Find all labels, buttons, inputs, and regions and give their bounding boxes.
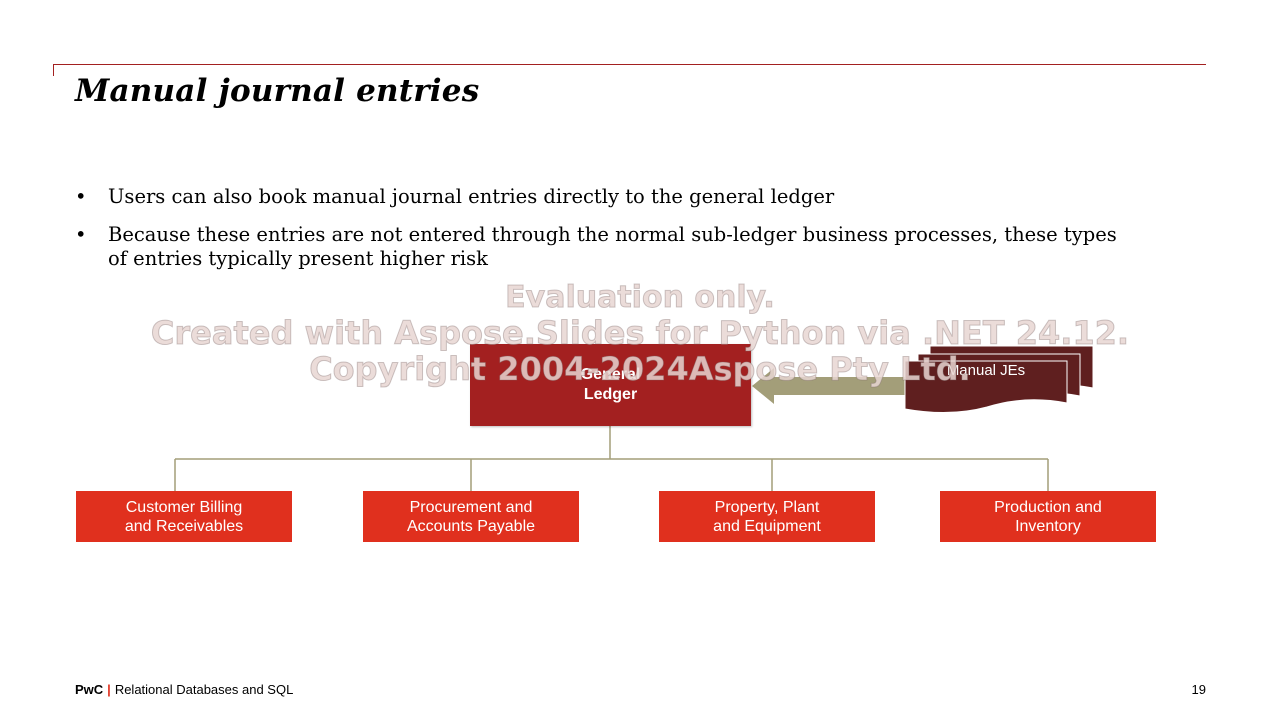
footer: PwC|Relational Databases and SQL (75, 682, 293, 697)
subledger-label: Production and Inventory (994, 498, 1102, 535)
manual-jes-stack (904, 345, 1094, 414)
title-rule (53, 64, 1206, 65)
subledger-box-procurement: Procurement and Accounts Payable (363, 491, 579, 542)
manual-jes-label: Manual JEs (946, 362, 1026, 379)
subledger-label: Property, Plant and Equipment (713, 498, 821, 535)
bullet-marker: • (75, 185, 87, 208)
bullet-item: • Users can also book manual journal ent… (75, 185, 1135, 209)
footer-deck-title: Relational Databases and SQL (114, 682, 294, 697)
connector-lines (174, 426, 1049, 491)
footer-separator: | (107, 682, 111, 697)
title-rule-tick (53, 64, 54, 76)
document-shape-front (904, 360, 1068, 414)
bullet-list: • Users can also book manual journal ent… (75, 185, 1135, 285)
page-number: 19 (1191, 682, 1206, 697)
bullet-text: Because these entries are not entered th… (108, 223, 1117, 270)
general-ledger-box: General Ledger (470, 344, 751, 426)
arrow-to-ledger (752, 368, 916, 404)
subledger-box-ppe: Property, Plant and Equipment (659, 491, 875, 542)
bullet-text: Users can also book manual journal entri… (108, 185, 835, 208)
subledger-box-billing: Customer Billing and Receivables (76, 491, 292, 542)
bullet-marker: • (75, 223, 87, 246)
subledger-box-production: Production and Inventory (940, 491, 1156, 542)
bullet-item: • Because these entries are not entered … (75, 223, 1135, 271)
general-ledger-label: General Ledger (580, 366, 641, 403)
footer-brand: PwC (75, 682, 104, 697)
subledger-label: Procurement and Accounts Payable (406, 498, 536, 535)
slide-title: Manual journal entries (75, 73, 480, 109)
subledger-label: Customer Billing and Receivables (124, 498, 244, 535)
